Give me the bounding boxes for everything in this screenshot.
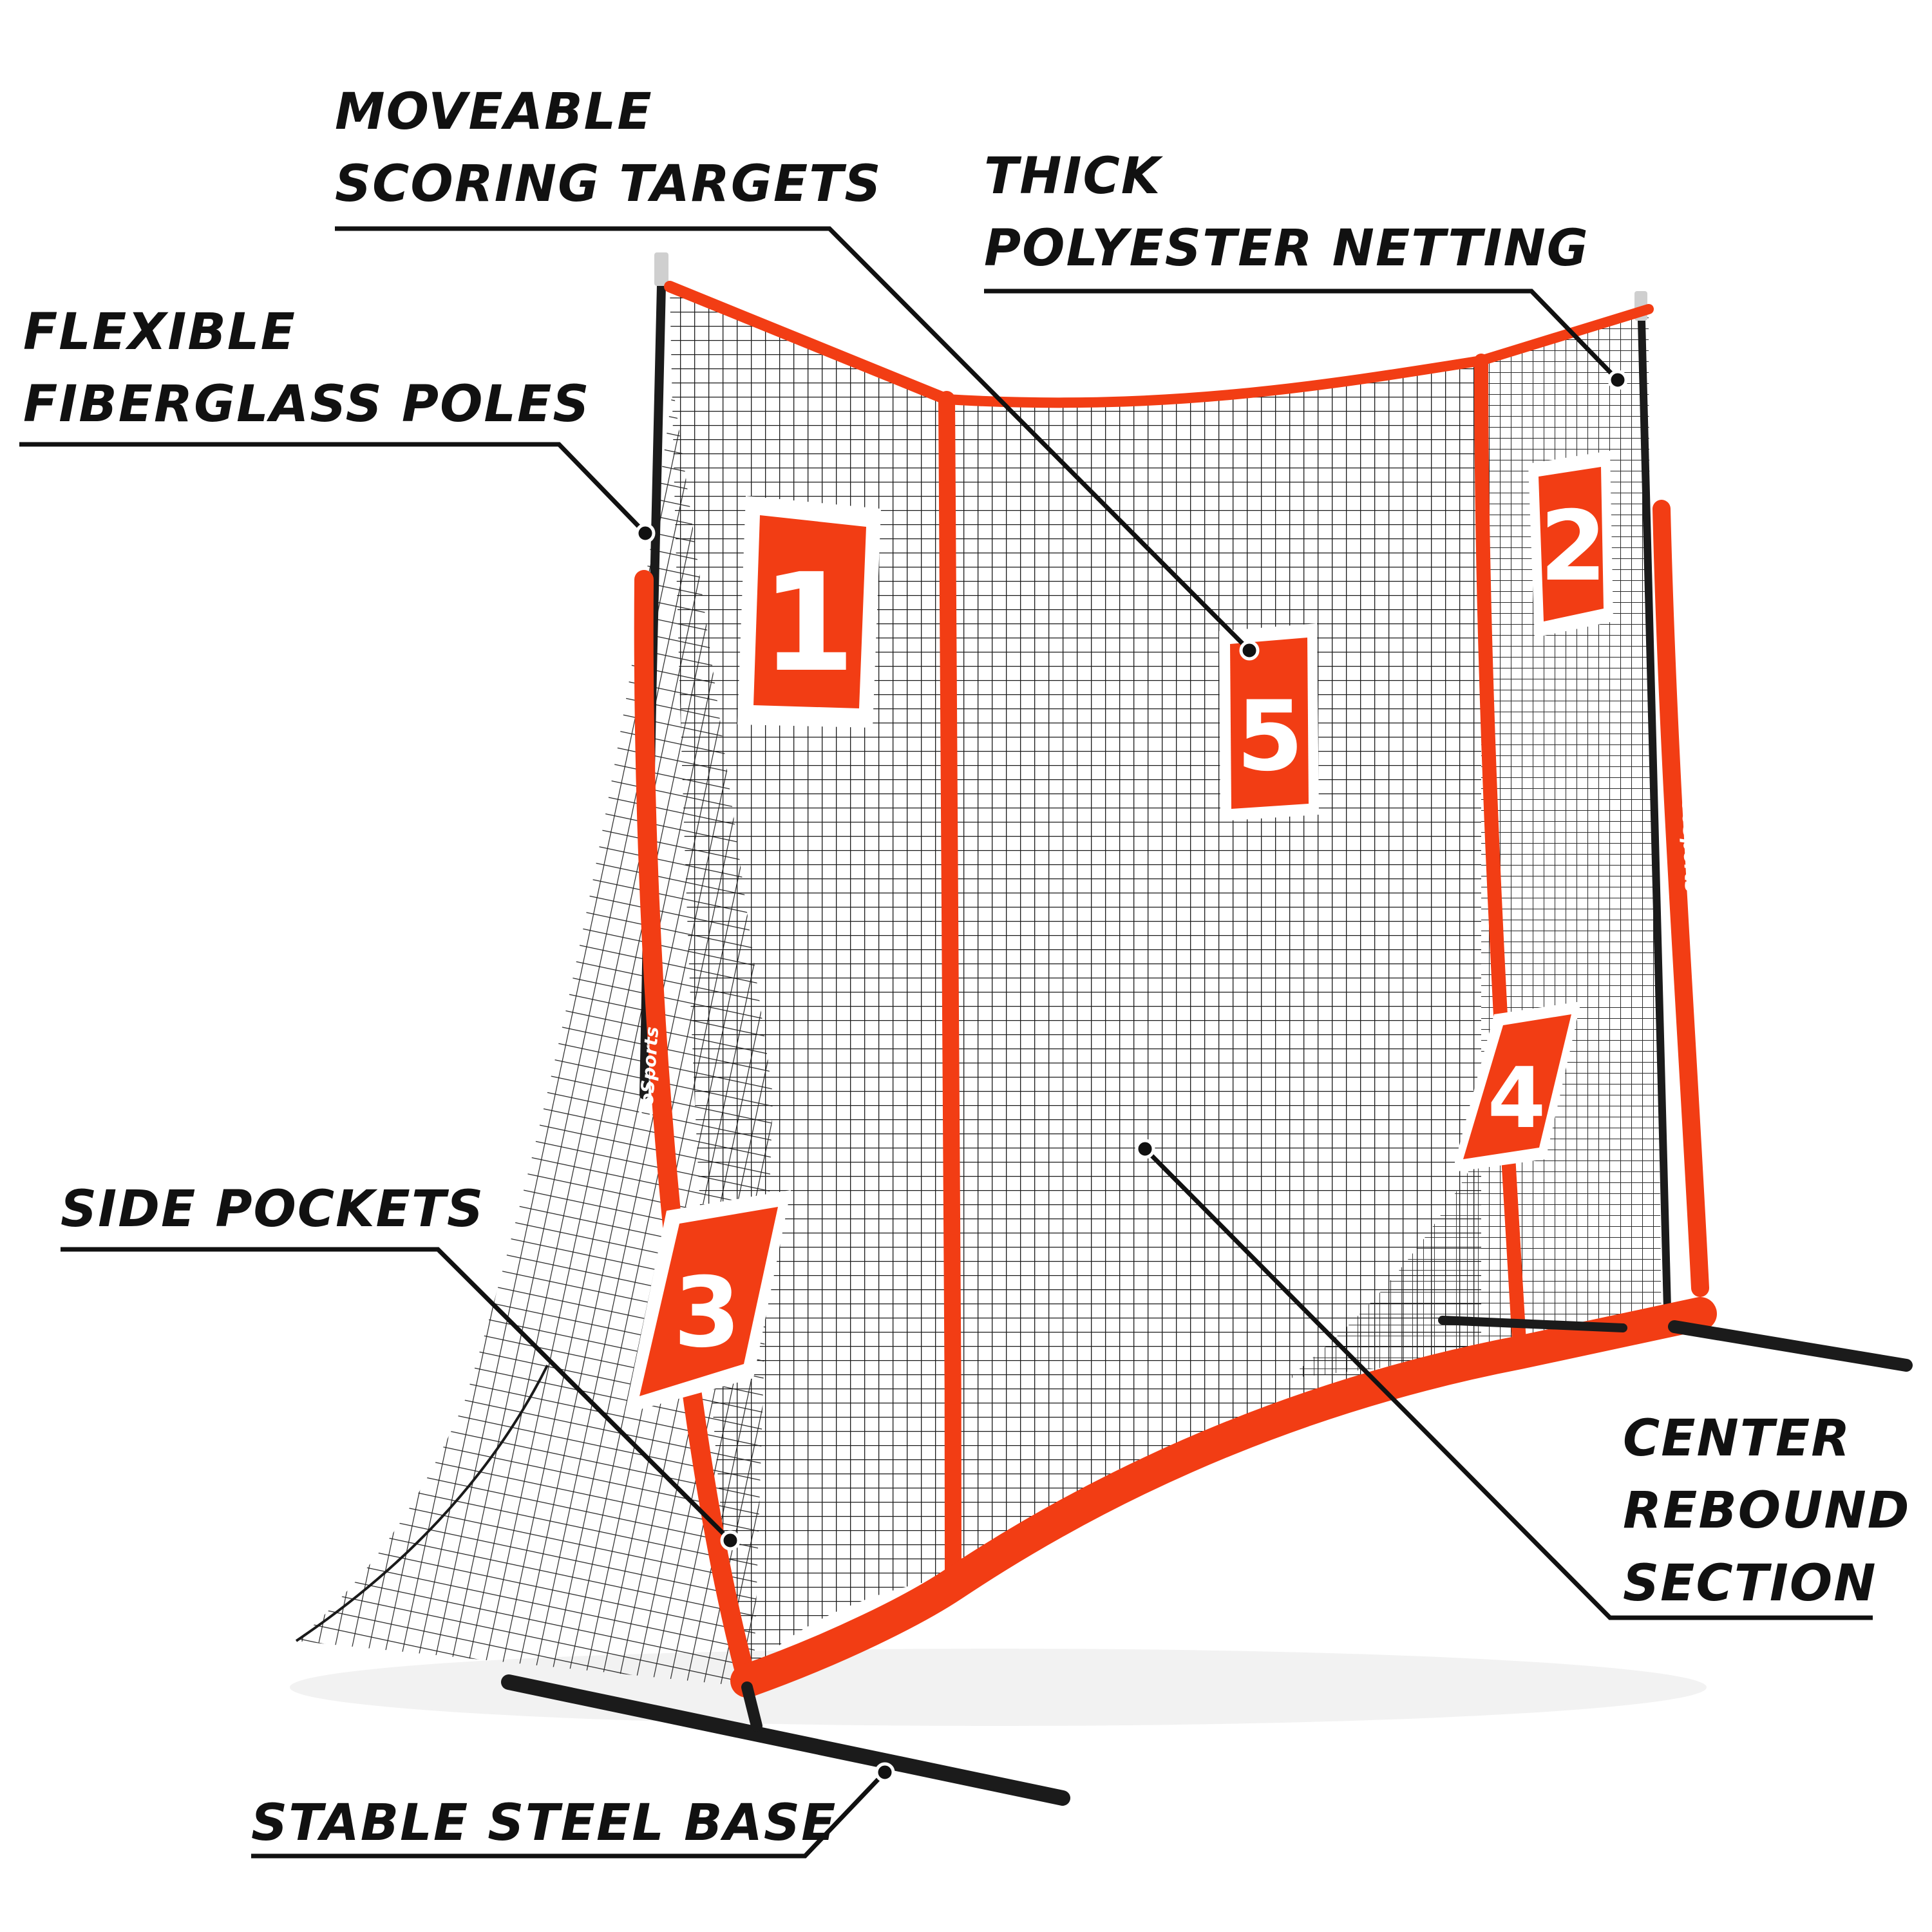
callout-line: SIDE POCKETS	[61, 1180, 485, 1238]
callout-line: MOVEABLE	[335, 83, 653, 141]
callout-dot-icon	[875, 1762, 895, 1783]
callout-markers	[635, 370, 1628, 1783]
callout-stable-steel-base: STABLE STEEL BASE	[251, 1787, 837, 1859]
callout-line: SECTION	[1623, 1554, 1877, 1613]
target-number-5: 5	[1236, 681, 1303, 793]
callout-flexible-fiberglass-poles: FLEXIBLE FIBERGLASS POLES	[23, 296, 591, 441]
callout-line: REBOUND	[1623, 1482, 1911, 1540]
callout-line: POLYESTER NETTING	[984, 220, 1589, 278]
callout-dot-icon	[1135, 1139, 1155, 1159]
target-number-3: 3	[674, 1257, 741, 1369]
callout-line: THICK	[984, 147, 1162, 205]
callout-leaders	[19, 226, 1873, 1859]
leader-base	[251, 1770, 887, 1859]
callout-dot-icon	[1239, 640, 1260, 661]
scoring-target-4: 4	[1452, 1001, 1581, 1172]
steel-base	[501, 1316, 1913, 1806]
orange-frame	[634, 281, 1717, 1698]
target-number-1: 1	[761, 544, 855, 702]
callout-center-rebound-section: CENTER REBOUND SECTION	[1623, 1403, 1910, 1620]
center-net-panel	[947, 361, 1481, 1584]
callout-line: CENTER	[1623, 1410, 1852, 1468]
callout-thick-polyester-netting: THICK POLYESTER NETTING	[984, 140, 1589, 285]
callout-line: FIBERGLASS POLES	[23, 375, 591, 434]
callout-line: STABLE STEEL BASE	[251, 1794, 837, 1852]
target-number-4: 4	[1488, 1049, 1546, 1147]
leader-center-rebound	[1143, 1147, 1873, 1620]
callout-dot-icon	[635, 523, 656, 544]
callout-dot-icon	[1607, 370, 1628, 390]
scoring-target-3: 3	[625, 1190, 791, 1414]
callout-line: SCORING TARGETS	[335, 155, 882, 214]
leader-side-pockets	[61, 1247, 732, 1542]
callout-dot-icon	[720, 1530, 741, 1551]
callout-side-pockets: SIDE POCKETS	[61, 1173, 484, 1245]
frame-brand-text-right: GoSports	[1678, 798, 1702, 893]
leader-scoring-targets	[335, 226, 1251, 652]
callout-line: FLEXIBLE	[23, 303, 296, 361]
leader-poles	[19, 442, 647, 535]
scoring-target-5: 5	[1219, 623, 1319, 821]
target-number-2: 2	[1540, 491, 1607, 603]
frame-brand-print: GoSports GoSports	[635, 798, 1702, 1121]
scoring-target-2: 2	[1528, 451, 1613, 638]
callout-moveable-scoring-targets: MOVEABLE SCORING TARGETS	[335, 76, 882, 221]
scoring-target-1: 1	[737, 496, 881, 728]
leader-netting	[984, 289, 1620, 382]
